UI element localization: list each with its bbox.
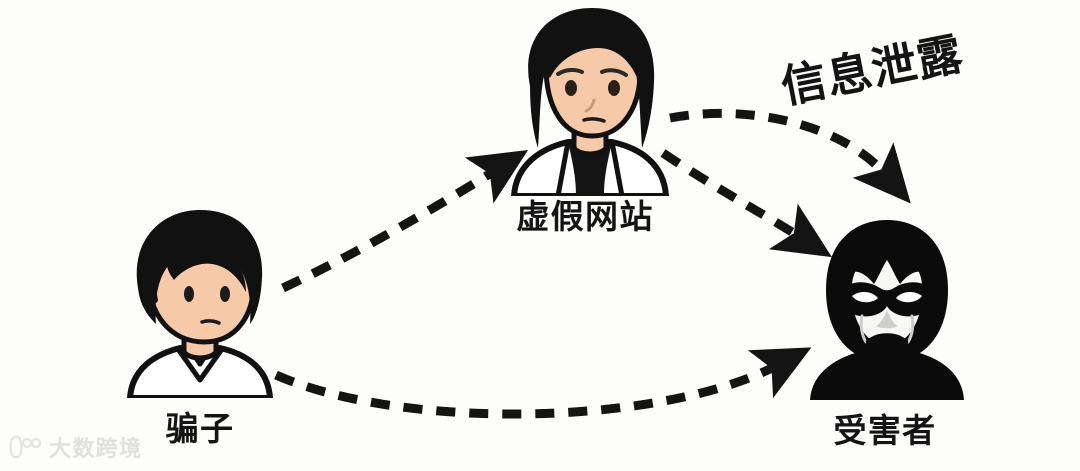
node-label-fake-website: 虚假网站 (516, 198, 654, 235)
victim-cheek-line-right (906, 314, 915, 344)
victim-eye-right (896, 292, 922, 303)
edge-scammer-to-fake-website (281, 150, 529, 293)
fakesite-eyebrow-right (600, 68, 628, 77)
victim-nose (876, 310, 898, 329)
victim-eye-band (840, 282, 934, 317)
victim-shoulders (810, 350, 964, 400)
node-label-scammer: 骗子 (165, 410, 235, 447)
fakesite-eye-left (565, 80, 577, 96)
victim-neck (866, 338, 908, 358)
fakesite-eyebrow-left (556, 67, 584, 76)
figure-scammer[interactable] (108, 208, 290, 398)
fakesite-inner-top (568, 142, 612, 196)
scammer-mouth (200, 319, 221, 325)
victim-widows-peak (848, 242, 926, 284)
edge-fake-website-to-victim-upper (669, 109, 911, 204)
edge-fake-website-to-victim-lower (660, 149, 832, 258)
figure-victim[interactable] (796, 218, 978, 400)
fakesite-nose (584, 98, 596, 113)
annotation-information-leak: 信息泄露 (777, 27, 968, 113)
node-label-victim: 受害者 (833, 412, 937, 449)
victim-cheek-line-left (859, 314, 868, 344)
fakesite-mouth (582, 117, 606, 123)
scammer-eye-right (220, 286, 230, 302)
scammer-eye-left (184, 286, 194, 302)
victim-eye-left (852, 292, 878, 303)
figure-fake-website[interactable] (496, 8, 684, 196)
scammer-fringe (167, 248, 246, 292)
scammer-hair (136, 210, 263, 324)
fakesite-eye-right (608, 80, 620, 96)
fakesite-fringe (545, 33, 638, 80)
fakesite-lapels (555, 141, 625, 196)
